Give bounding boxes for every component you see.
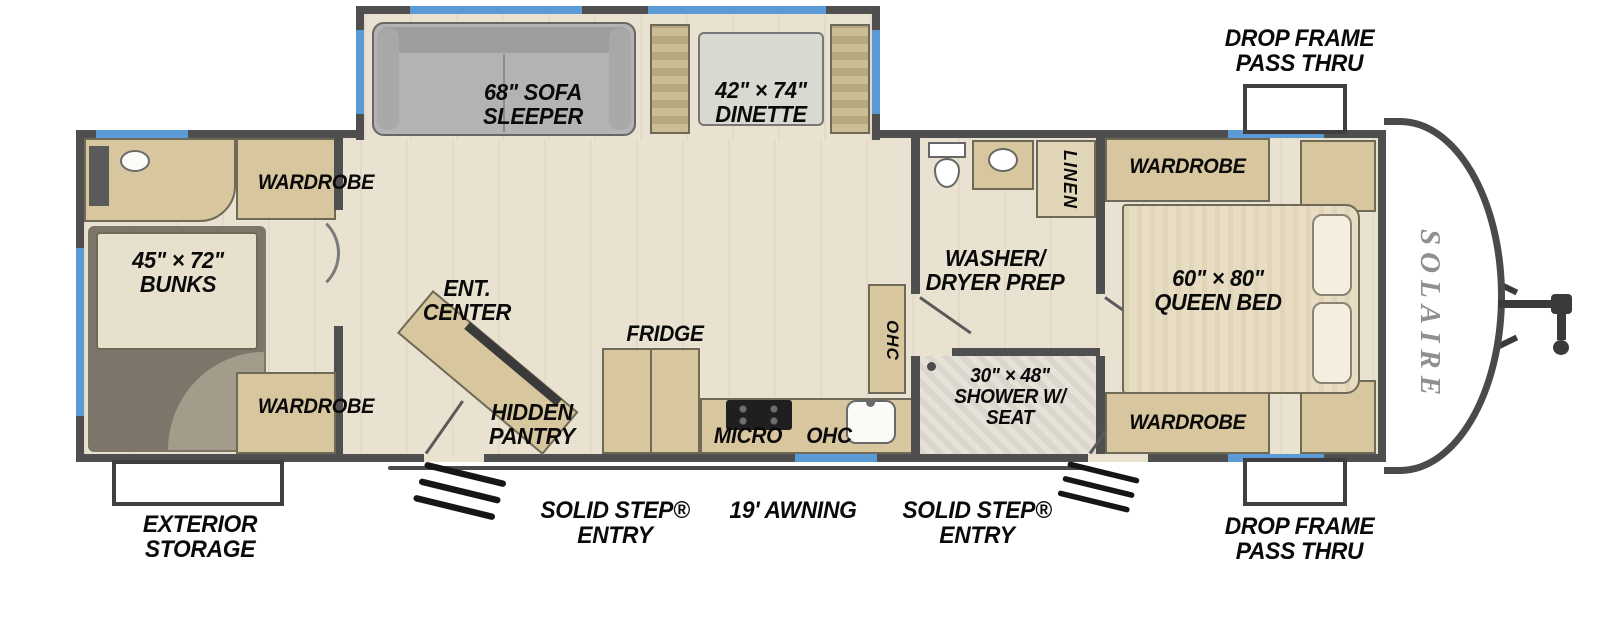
- window-top-bedroom: [1228, 130, 1324, 138]
- bath-wall-left-lower: [911, 356, 920, 454]
- awning-label: 19' AWNING: [729, 497, 857, 524]
- bunkroom-sink: [120, 150, 150, 172]
- window-slide-top-left: [410, 6, 582, 14]
- stove: [726, 400, 792, 430]
- shower-head: [927, 362, 936, 371]
- shower-room: [920, 356, 1098, 454]
- drop-frame-top-label: DROP FRAME PASS THRU: [1224, 25, 1375, 78]
- hitch-coupler: [1551, 294, 1572, 314]
- shower-label: 30" × 48" SHOWER W/ SEAT: [954, 365, 1066, 429]
- ohc-lower-label: OHC: [806, 423, 852, 448]
- ohc-upper-label: OHC: [883, 319, 902, 361]
- entry-steps-right-icon: [1057, 461, 1140, 513]
- bunks-mattress: [96, 232, 258, 350]
- hidden-pantry-label: HIDDEN PANTRY: [488, 399, 576, 450]
- bed-corner-cabinet-bottom: [1300, 380, 1376, 454]
- sofa-cushion-divider: [503, 54, 505, 132]
- exterior-storage-label: EXTERIOR STORAGE: [142, 511, 258, 564]
- linen-closet: [1036, 140, 1096, 218]
- wardrobe-bed-top-label: WARDROBE: [1129, 155, 1246, 178]
- window-slide-top-right: [648, 6, 826, 14]
- bunkroom-wall-upper: [334, 138, 343, 210]
- dinette-bench-left: [650, 24, 690, 134]
- wardrobe-bed-bottom-label: WARDROBE: [1129, 411, 1246, 434]
- bunkroom-tv: [89, 146, 109, 206]
- entry-steps-left-icon: [413, 462, 507, 520]
- wardrobe-bunk-bottom-cabinet: [236, 372, 336, 454]
- kitchen-sink: [846, 400, 896, 444]
- ohc-upper-cabinet: [868, 284, 906, 394]
- window-bottom-kitchen: [795, 454, 877, 462]
- solid-step-right-label: SOLID STEP® ENTRY: [902, 497, 1052, 550]
- bunkroom-wall-lower: [334, 326, 343, 454]
- washer-dryer-label: WASHER/ DRYER PREP: [925, 245, 1065, 296]
- bedroom-wall-upper: [1096, 138, 1105, 294]
- bed-pillow-top: [1312, 214, 1352, 296]
- wardrobe-bed-bottom-cabinet: [1105, 392, 1270, 454]
- hitch-jack-post: [1557, 314, 1566, 340]
- bath-wall-left-upper: [911, 138, 920, 294]
- toilet-tank: [928, 142, 966, 158]
- bed-pillow-bottom: [1312, 302, 1352, 384]
- brand-logo: SOLAIRE: [1414, 229, 1446, 403]
- shower-wall-top: [952, 348, 1100, 356]
- micro-label: MICRO: [713, 423, 783, 448]
- hitch-bar: [1498, 300, 1558, 308]
- fridge-door-line: [650, 350, 652, 452]
- dinette-table: [698, 32, 824, 126]
- entry-opening-left: [424, 454, 484, 462]
- fridge-label: FRIDGE: [626, 321, 704, 346]
- kitchen-faucet: [866, 398, 875, 407]
- exterior-storage-door: [112, 460, 284, 506]
- toilet-bowl: [934, 158, 960, 188]
- bath-sink: [988, 148, 1018, 172]
- dinette-bench-right: [830, 24, 870, 134]
- solid-step-left-label: SOLID STEP® ENTRY: [540, 497, 690, 550]
- wardrobe-bunk-top-label: WARDROBE: [257, 171, 375, 194]
- wardrobe-bunk-bottom-label: WARDROBE: [257, 395, 375, 418]
- passthru-door-top: [1243, 84, 1347, 134]
- awning-line: [388, 466, 1088, 470]
- window-rear-wall: [76, 248, 84, 416]
- queen-bed-label: 60" × 80" QUEEN BED: [1154, 265, 1282, 316]
- dinette-label: 42" × 74" DINETTE: [715, 77, 807, 128]
- sofa-armrest-left: [377, 28, 399, 130]
- window-slide-left-wall: [356, 30, 364, 114]
- bed-corner-cabinet-top: [1300, 140, 1376, 212]
- passthru-door-bottom: [1243, 458, 1347, 506]
- sofa-armrest-right: [609, 28, 631, 130]
- bedroom-wall-lower: [1096, 356, 1105, 454]
- bunkroom-door-arc: [254, 210, 340, 296]
- sofa-label: 68" SOFA SLEEPER: [482, 79, 583, 130]
- window-slide-right-wall: [872, 30, 880, 114]
- bunks-label: 45" × 72" BUNKS: [132, 247, 224, 298]
- ent-center-label: ENT. CENTER: [422, 275, 512, 326]
- drop-frame-bottom-label: DROP FRAME PASS THRU: [1224, 513, 1375, 566]
- window-top-rear: [96, 130, 188, 138]
- wardrobe-bed-top-cabinet: [1105, 138, 1270, 202]
- entry-opening-right: [1088, 454, 1148, 462]
- hitch-jack-wheel: [1553, 340, 1569, 355]
- bunkroom-corner-cabinet: [84, 138, 236, 222]
- linen-label: LINEN: [1060, 149, 1080, 209]
- sofa-backrest: [378, 27, 630, 53]
